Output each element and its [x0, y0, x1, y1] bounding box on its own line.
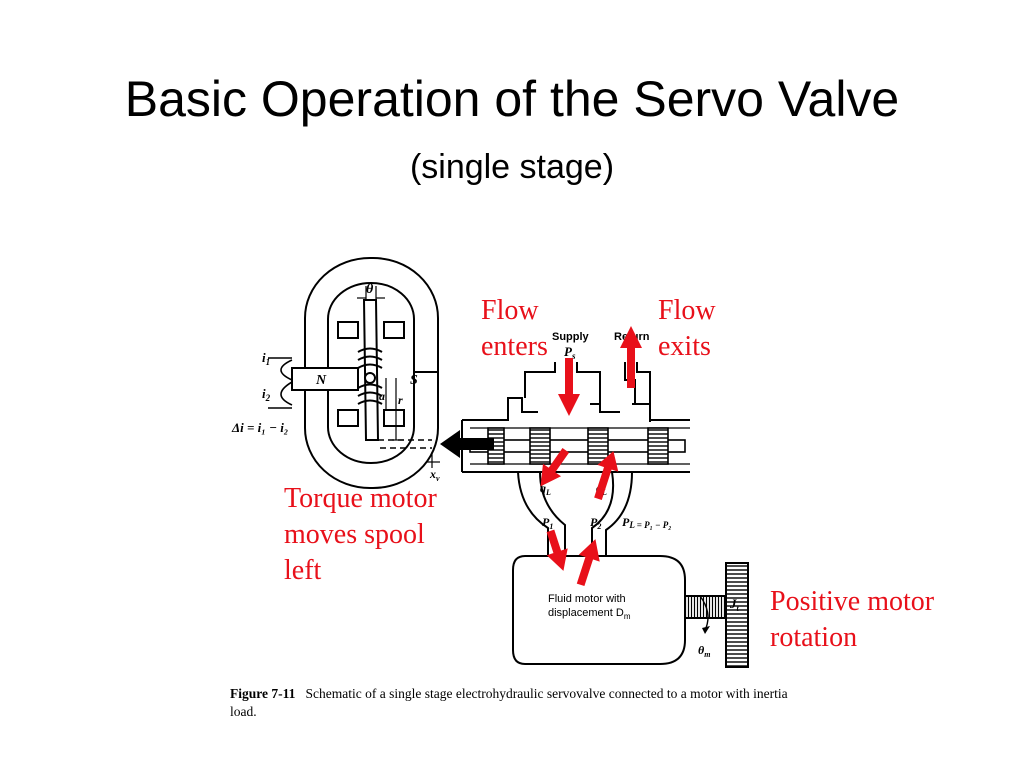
- supply-label: Supply: [552, 331, 590, 343]
- lower-right-pole: [383, 409, 405, 427]
- torque-motor-housing: [304, 257, 439, 489]
- ps-label: Ps: [564, 344, 576, 361]
- delta-i-label: Δi = i₁ − i₂: [231, 420, 288, 435]
- torque-motor-core: [327, 281, 415, 465]
- upper-right-pole: [383, 321, 405, 339]
- slide-title: Basic Operation of the Servo Valve: [124, 71, 900, 127]
- motor-shaft: [684, 595, 726, 619]
- supply-flow-arrow: [558, 358, 580, 416]
- armature: [362, 299, 380, 441]
- return-flow-arrow: [620, 326, 642, 388]
- spool-land-center-left: [529, 427, 551, 465]
- torque-motor-annotation: Torque motor moves spool left: [284, 483, 437, 586]
- spool-land-center-right: [587, 427, 609, 465]
- slide-subtitle: (single stage): [409, 148, 615, 186]
- right-port-flow-arrow: [594, 451, 619, 500]
- inertia-load: [725, 562, 749, 668]
- p2-label: P2: [590, 515, 601, 531]
- motor-ports: [517, 471, 633, 556]
- theta-label: θ: [366, 282, 374, 297]
- xv-label: xv: [429, 467, 440, 483]
- p1-flow-arrow: [546, 529, 568, 571]
- figure-number: Figure 7-11: [230, 686, 296, 701]
- rotation-arrow: [699, 595, 709, 629]
- ql1-label: qL: [540, 481, 551, 497]
- a-label: a: [379, 389, 385, 403]
- upper-left-pole: [337, 321, 359, 339]
- p2-flow-arrow: [576, 539, 600, 587]
- fluid-motor-body: [512, 555, 686, 665]
- torque-motor: [268, 257, 440, 489]
- r-label: r: [398, 393, 403, 407]
- n-magnet: [291, 367, 359, 391]
- supply-line: [524, 362, 556, 398]
- spool: [469, 427, 686, 465]
- motor-label-line2: displacement Dm: [548, 607, 631, 621]
- i2-label: i2: [262, 386, 271, 403]
- n-label: N: [315, 373, 327, 388]
- jt-label: Jt: [729, 596, 740, 613]
- lower-left-pole: [337, 409, 359, 427]
- coil: [357, 347, 383, 405]
- s-label: S: [410, 373, 418, 388]
- flow-arrows: [540, 326, 642, 587]
- theta-m-label: θm: [698, 643, 710, 659]
- spool-land-right: [647, 427, 669, 465]
- fluid-motor: [512, 555, 749, 668]
- spool-direction-arrow: [440, 430, 494, 458]
- motor-label-line1: Fluid motor with: [548, 593, 626, 605]
- pl-equation: PL = P₁ − P₂: [622, 515, 671, 530]
- caption-text: Schematic of a single stage electrohydra…: [230, 686, 788, 719]
- left-port-flow-arrow: [540, 448, 570, 487]
- figure-caption: Figure 7-11 Schematic of a single stage …: [230, 685, 790, 721]
- positive-rotation-annotation: Positive motor rotation: [770, 586, 935, 653]
- flow-exits-annotation: Flow exits: [658, 295, 716, 362]
- flow-enters-annotation: Flow enters: [481, 295, 548, 362]
- pivot: [364, 372, 376, 384]
- p1-label: P1: [542, 515, 553, 531]
- i1-label: i1: [262, 350, 270, 367]
